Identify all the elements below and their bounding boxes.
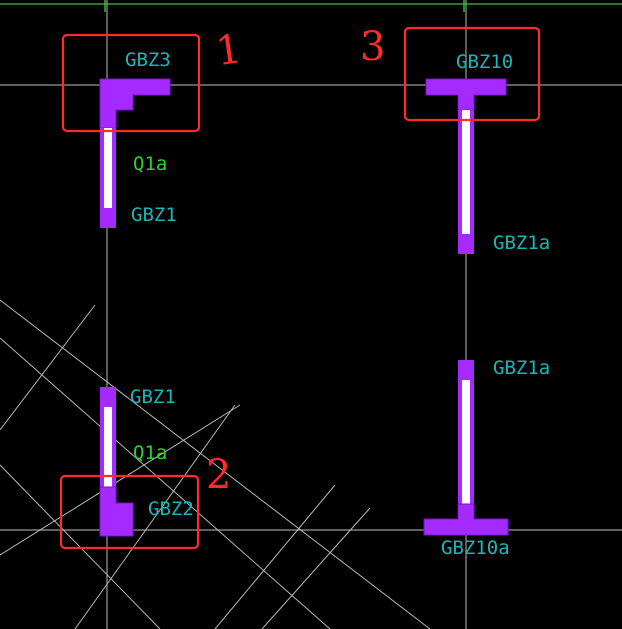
column-gbz10a-shape[interactable] (423, 503, 509, 536)
label-gbz3: GBZ3 (125, 49, 171, 71)
column-gbz2-shape[interactable] (99, 486, 134, 537)
column-gbz1-top-shape[interactable] (100, 208, 116, 228)
construction-line (0, 299, 431, 629)
handwritten-marks: 1 3 2 (206, 24, 385, 498)
wall-right-bottom-core (462, 380, 470, 504)
highlight-boxes (59, 26, 541, 550)
labels: GBZ3 Q1a GBZ1 GBZ10 GBZ1a GBZ1 Q1a GBZ2 … (125, 49, 550, 559)
construction-line (74, 404, 236, 629)
wall-q1a-bottom-core (104, 407, 112, 487)
label-gbz10: GBZ10 (456, 51, 513, 73)
column-gbz1a-right-bottom-shape[interactable] (458, 360, 474, 380)
label-gbz1a-right-bottom: GBZ1a (493, 357, 550, 379)
construction-lines (0, 299, 431, 629)
label-gbz1a-right-top: GBZ1a (493, 232, 550, 254)
construction-line (214, 484, 336, 629)
column-gbz1a-right-top-shape[interactable] (458, 234, 474, 254)
wall-assembly-left-top[interactable] (99, 78, 171, 228)
construction-line (261, 507, 371, 629)
highlight-box-2[interactable] (59, 474, 200, 550)
column-gbz10-shape[interactable] (425, 78, 507, 111)
column-gbz1-bottom-shape[interactable] (100, 387, 116, 407)
annotation-mark-2: 2 (206, 452, 231, 498)
highlight-box-1[interactable] (61, 33, 201, 133)
wall-q1a-top-core (104, 128, 112, 208)
annotation-mark-3: 3 (360, 24, 385, 70)
highlight-box-3[interactable] (403, 26, 541, 122)
label-gbz1-top: GBZ1 (131, 204, 177, 226)
construction-line (0, 337, 331, 629)
annotation-mark-1: 1 (213, 26, 245, 75)
construction-line (0, 304, 96, 431)
label-q1a-bottom: Q1a (133, 442, 167, 464)
construction-line (0, 404, 241, 556)
label-gbz1-bottom: GBZ1 (130, 386, 176, 408)
label-gbz10a: GBZ10a (441, 537, 510, 559)
wall-assembly-right-bottom[interactable] (423, 360, 509, 536)
wall-assembly-left-bottom[interactable] (99, 387, 134, 537)
column-gbz3-shape[interactable] (99, 78, 171, 129)
label-q1a-top: Q1a (133, 153, 167, 175)
wall-right-top-core (462, 110, 470, 234)
wall-assembly-right-top[interactable] (425, 78, 507, 254)
label-gbz2: GBZ2 (148, 498, 194, 520)
